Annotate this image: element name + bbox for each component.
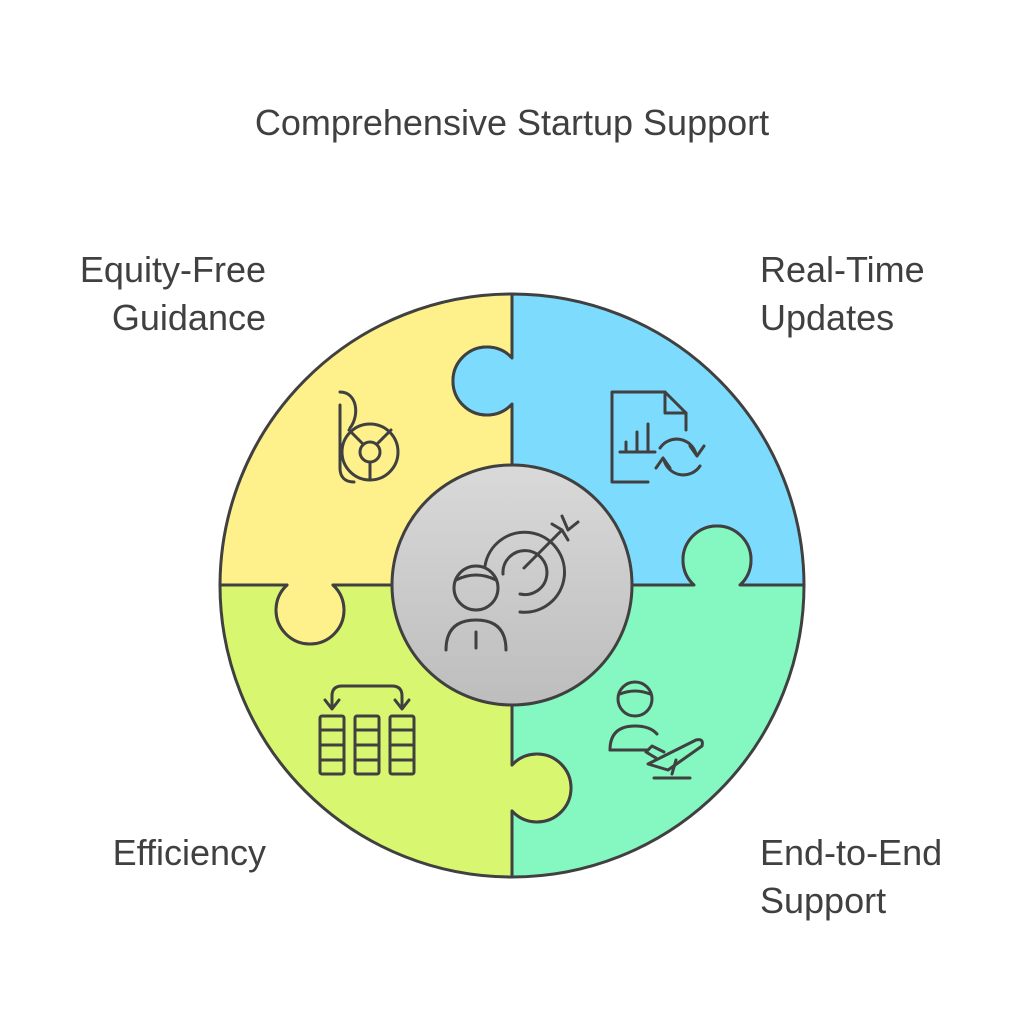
label-efficiency: Efficiency <box>113 829 266 877</box>
person-target-icon <box>444 514 580 652</box>
label-equity-free-guidance: Equity-Free Guidance <box>80 246 266 342</box>
columns-transfer-icon <box>318 684 416 776</box>
diagram-title: Comprehensive Startup Support <box>254 102 770 143</box>
report-refresh-icon <box>610 390 706 484</box>
guidance-icon <box>338 390 400 484</box>
label-line: Equity-Free <box>79 249 266 290</box>
traveler-plane-icon <box>608 680 704 780</box>
label-line: Guidance <box>111 297 266 338</box>
label-line: Real-Time <box>760 249 925 290</box>
label-line: End-to-End <box>760 832 943 873</box>
label-line: Updates <box>760 297 895 338</box>
label-line: Efficiency <box>112 832 266 873</box>
label-real-time-updates: Real-Time Updates <box>760 246 925 342</box>
center-hub <box>390 463 634 707</box>
label-line: Support <box>760 880 887 921</box>
label-end-to-end-support: End-to-End Support <box>760 829 942 925</box>
